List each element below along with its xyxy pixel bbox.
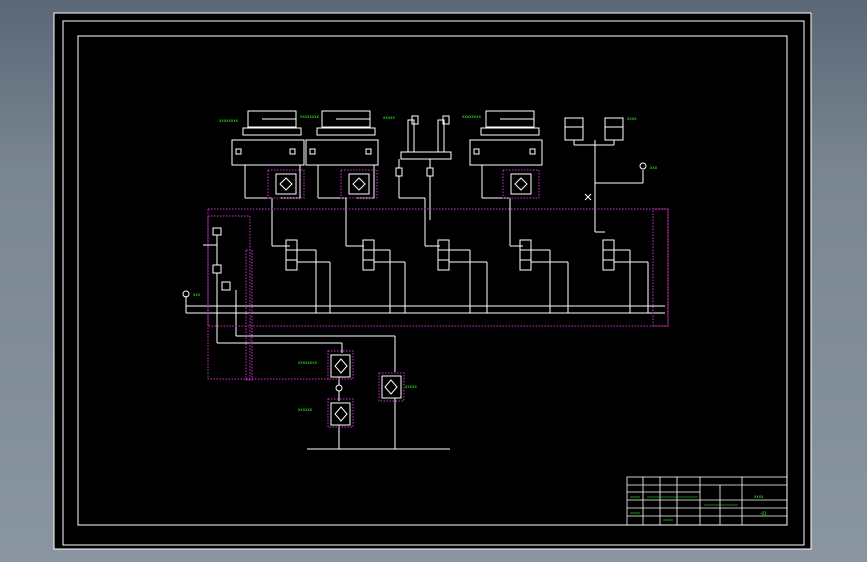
- outer-border: [62, 20, 805, 546]
- cylinder-3: [395, 115, 452, 220]
- cylinder-4: [469, 110, 543, 199]
- schematic: [182, 110, 665, 450]
- filter-unit-1: [330, 354, 351, 401]
- flow-controls: [275, 173, 532, 195]
- valve-1: [285, 239, 331, 313]
- filter-unit-3: [381, 375, 402, 449]
- component-boundaries: [207, 169, 669, 428]
- drawing-sheet: [53, 12, 812, 550]
- cylinder-5-label: xxxx: [627, 116, 637, 121]
- filter-3-label: xxxxx: [405, 384, 417, 389]
- inner-border: [77, 35, 788, 526]
- valve-2: [362, 239, 406, 313]
- valve-5: [602, 239, 649, 313]
- filter-1-label: xxxxxxxx: [298, 360, 318, 365]
- cylinder-4-label: xxxxxxxx: [462, 114, 482, 119]
- filter-unit-2: [330, 402, 351, 449]
- title-block-text-lines: [630, 496, 738, 521]
- valve-4: [519, 239, 569, 313]
- valve-3: [437, 239, 488, 313]
- cylinder-1-label: xxxxxxxx: [219, 118, 239, 123]
- title-block-name: xxxx: [754, 494, 764, 499]
- title-block: [626, 476, 788, 526]
- title-block-number: -01: [760, 511, 767, 516]
- gauge-left-label: xxx: [193, 292, 201, 297]
- gauge-left: [182, 290, 190, 298]
- cylinder-2-label: xxxxxxxx: [300, 114, 320, 119]
- cylinder-3-label: xxxxx: [383, 115, 395, 120]
- gauge-right: [639, 162, 647, 170]
- pressure-module: [203, 227, 396, 372]
- filter-2-label: xxxxxx: [298, 407, 313, 412]
- cylinder-5: [564, 117, 644, 232]
- gauge-right-label: xxx: [650, 165, 658, 170]
- cylinder-1: [231, 110, 305, 199]
